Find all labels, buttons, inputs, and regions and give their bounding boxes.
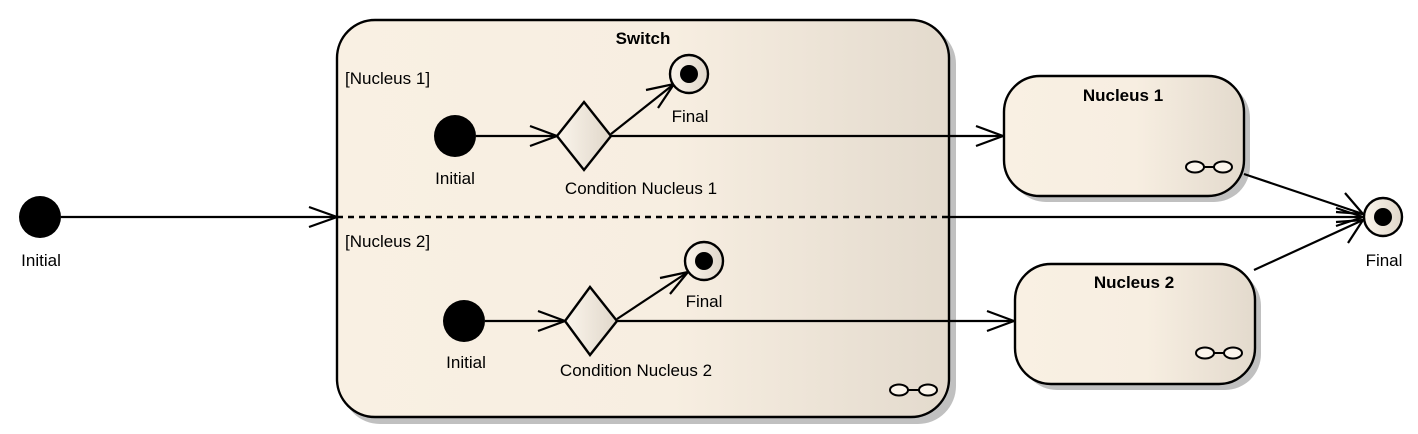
nucleus-2-title: Nucleus 2 <box>1094 273 1174 292</box>
nucleus-2-state[interactable]: Nucleus 2 <box>1013 262 1261 390</box>
region-nucleus-2: Initial Condition Nucleus 2 Final <box>443 240 1018 380</box>
outer-initial: Initial <box>19 196 341 270</box>
arrowhead <box>1335 192 1366 216</box>
switch-state-body[interactable] <box>335 18 951 419</box>
initial-node[interactable] <box>19 196 61 238</box>
nucleus-1-body[interactable] <box>1002 74 1246 198</box>
arrowhead <box>308 205 341 229</box>
transition-nucleus-2-to-final[interactable] <box>1253 219 1364 271</box>
choice-label-nucleus-1: Condition Nucleus 1 <box>565 179 717 198</box>
region-nucleus-1: Initial Condition Nucleus 1 Final <box>434 53 1007 198</box>
initial-label: Initial <box>21 251 61 270</box>
choice-node-nucleus-2[interactable] <box>563 285 619 357</box>
transition-choice-2-to-final-2[interactable] <box>616 271 689 320</box>
final-node-inner <box>680 65 698 83</box>
region-guard-nucleus-2: [Nucleus 2] <box>345 232 430 251</box>
initial-label-region-1: Initial <box>435 169 475 188</box>
final-label-region-2: Final <box>686 292 723 311</box>
final-label-region-1: Final <box>672 107 709 126</box>
choice-label-nucleus-2: Condition Nucleus 2 <box>560 361 712 380</box>
transition-nucleus-1-to-final[interactable] <box>1243 172 1364 216</box>
initial-node-region-1[interactable] <box>434 115 476 157</box>
composite-state-icon <box>1195 346 1243 360</box>
region-guard-nucleus-1: [Nucleus 1] <box>345 69 430 88</box>
choice-node-nucleus-1[interactable] <box>555 100 613 172</box>
switch-state[interactable]: Switch [Nucleus 1] [Nucleus 2] <box>335 18 956 424</box>
composite-state-icon <box>889 383 938 397</box>
initial-label-region-2: Initial <box>446 353 486 372</box>
arrowhead <box>1335 218 1366 244</box>
final-node-inner <box>1374 208 1392 226</box>
switch-state-title: Switch <box>616 29 671 48</box>
transitions-to-final <box>949 172 1367 271</box>
initial-node-region-2[interactable] <box>443 300 485 342</box>
composite-state-icon <box>1185 160 1233 174</box>
nucleus-2-body[interactable] <box>1013 262 1257 386</box>
final-node-inner <box>695 252 713 270</box>
outer-final: Final <box>1362 196 1404 270</box>
nucleus-1-state[interactable]: Nucleus 1 <box>1002 74 1250 202</box>
nucleus-1-title: Nucleus 1 <box>1083 86 1163 105</box>
final-label: Final <box>1366 251 1403 270</box>
transition-choice-1-to-final-1[interactable] <box>610 83 675 135</box>
